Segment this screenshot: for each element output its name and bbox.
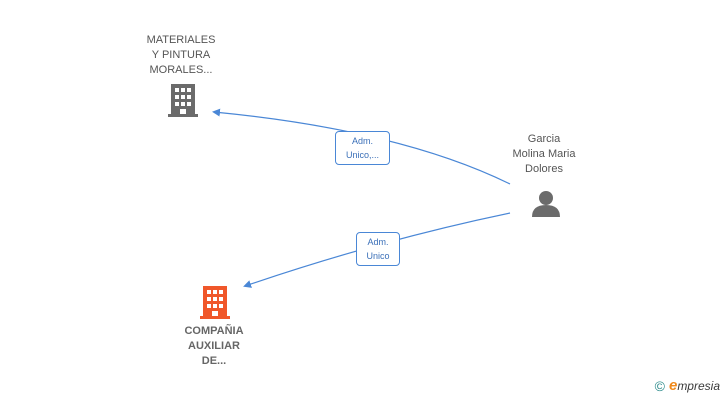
node-label-materiales[interactable]: MATERIALES Y PINTURA MORALES... xyxy=(146,34,216,76)
edge-label-adm-unico-compania[interactable]: Adm. Unico xyxy=(356,232,400,266)
person-icon[interactable] xyxy=(532,191,560,217)
edge-label-adm-unico-materiales[interactable]: Adm. Unico,... xyxy=(335,131,390,165)
node-label-garcia[interactable]: Garcia Molina Maria Dolores xyxy=(512,133,576,175)
node-label-compania[interactable]: COMPAÑIA AUXILIAR DE... xyxy=(184,325,244,367)
copyright-icon: © xyxy=(654,377,665,394)
building-icon[interactable] xyxy=(200,286,230,319)
building-icon[interactable] xyxy=(168,84,198,117)
empresia-logo: © empresia xyxy=(654,377,720,394)
